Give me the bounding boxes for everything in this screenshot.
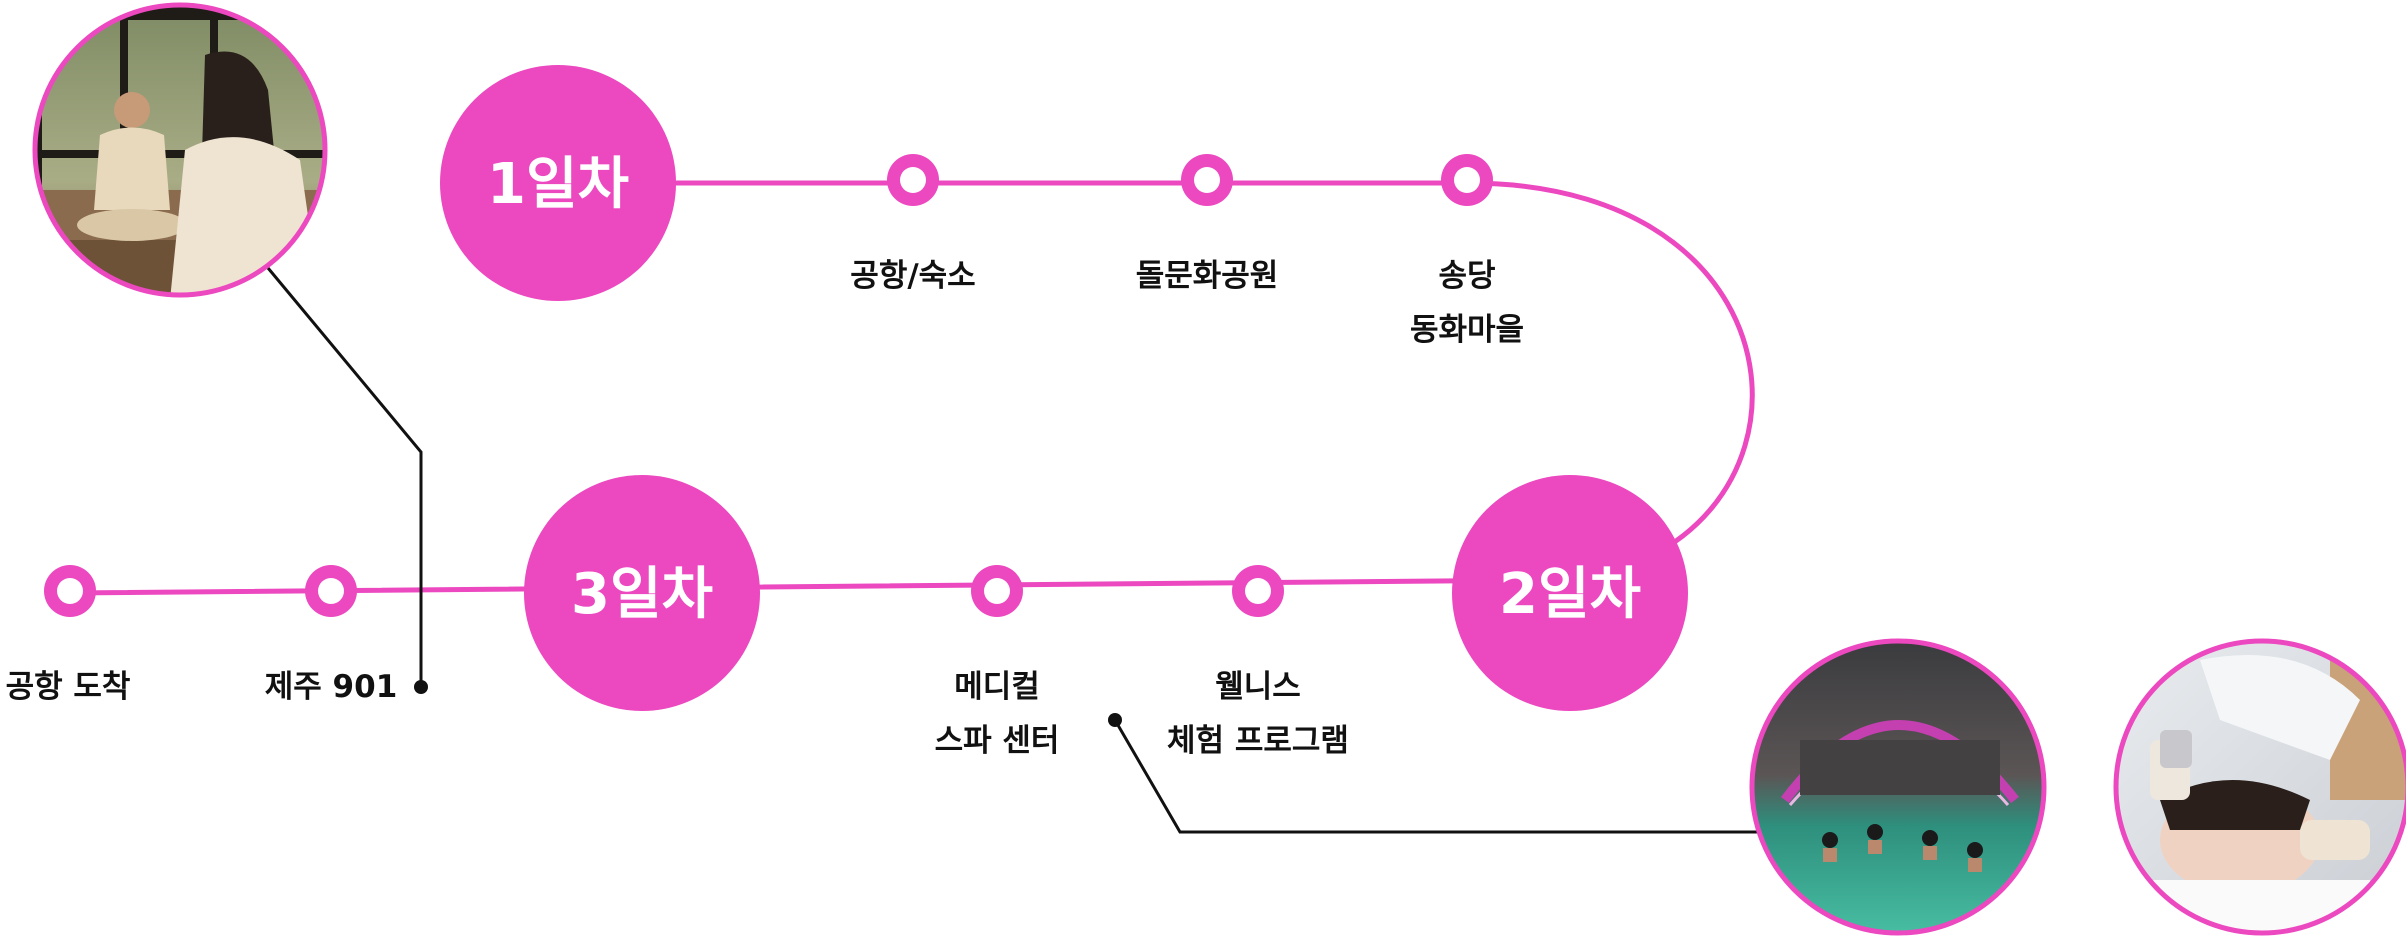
- day-label-1: 1일차: [487, 152, 629, 217]
- connector-line-spa: [1113, 719, 1760, 834]
- stop-label-songdang-1: 송당: [1438, 258, 1495, 294]
- stop-label-wellness-2: 체험 프로그램: [1167, 723, 1349, 759]
- stop-label-airport-lodging: 공항/숙소: [850, 258, 975, 294]
- stop-label-songdang-2: 동화마을: [1410, 312, 1524, 348]
- stop-marker-jeju901: [305, 565, 357, 617]
- stop-marker-airport-arrival: [44, 565, 96, 617]
- stop-marker-wellness: [1232, 565, 1284, 617]
- stop-label-spa-center-2: 스파 센터: [935, 723, 1060, 759]
- stop-marker-songdang: [1441, 154, 1493, 206]
- day-node-1: 1일차: [440, 65, 676, 301]
- stop-marker-spa-center: [971, 565, 1023, 617]
- stop-label-spa-center-1: 메디컬: [954, 669, 1040, 705]
- day-node-2: 2일차: [1452, 475, 1688, 711]
- day-label-2: 2일차: [1499, 562, 1641, 627]
- facial-treatment-photo: [2113, 638, 2406, 936]
- stop-marker-airport-lodging: [887, 154, 939, 206]
- spa-pool-photo: [1749, 638, 2047, 936]
- connector-dot-spa-center: [1108, 713, 1122, 727]
- connector-dot-jeju901: [414, 680, 428, 694]
- stop-label-jeju901: 제주 901: [265, 669, 398, 705]
- meditation-photo: [32, 2, 328, 298]
- stop-marker-stone-park: [1181, 154, 1233, 206]
- connector-line-meditation: [266, 267, 423, 687]
- stop-label-stone-park: 돌문화공원: [1136, 258, 1279, 294]
- day-label-3: 3일차: [571, 562, 713, 627]
- stop-label-airport-arrival: 공항 도착: [6, 669, 131, 705]
- stop-label-wellness-1: 웰니스: [1215, 669, 1301, 705]
- day-node-3: 3일차: [524, 475, 760, 711]
